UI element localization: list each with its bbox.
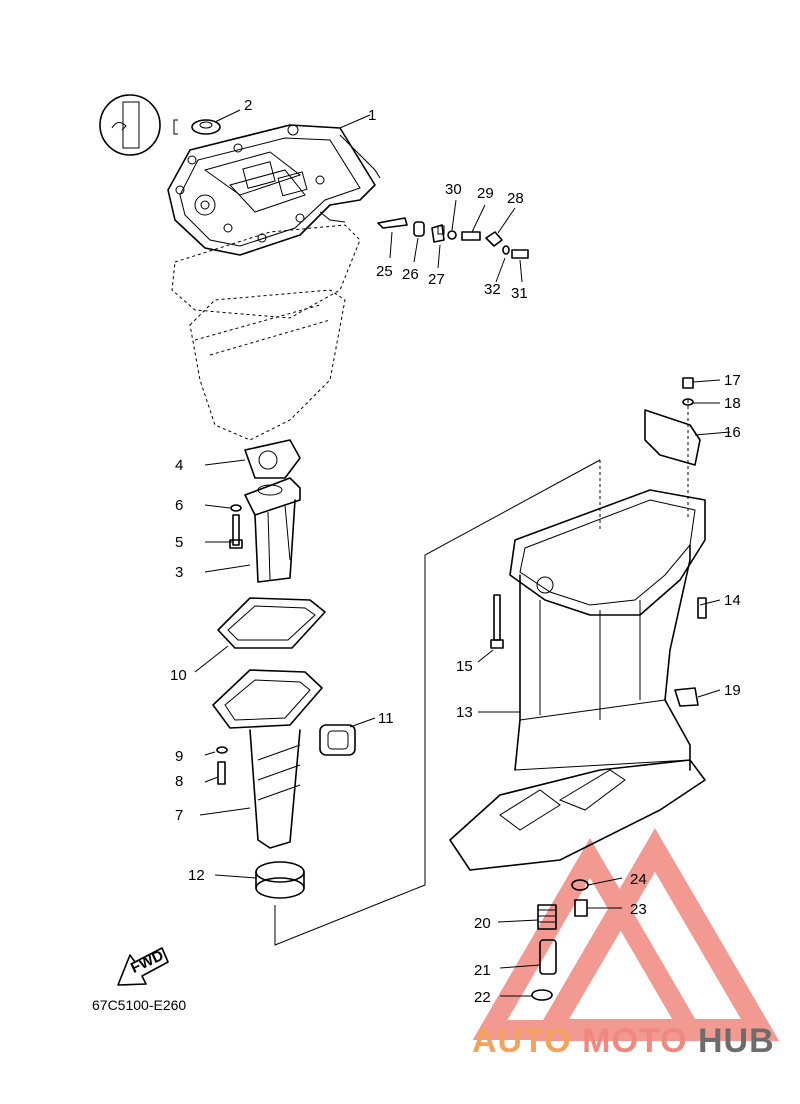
part-11-damper [319,724,356,756]
watermark-logo [472,828,780,1041]
callout-24: 24 [630,871,647,888]
callout-6: 6 [175,497,183,514]
part-12-seal [255,861,305,899]
watermark-part-3: HUB [698,1022,775,1060]
assembly-lines [274,400,689,946]
part-8-9-bolt-washer [216,746,228,785]
callout-14: 14 [724,592,741,609]
part-14-15-bolts [490,594,707,649]
callout-16: 16 [724,424,741,441]
part-7-exhaust-guide [212,669,323,849]
callout-26: 26 [402,266,419,283]
part-19-clip [674,687,699,707]
watermark-part-1: AUTO [472,1022,572,1060]
fwd-arrow: FWD [117,947,169,986]
callout-2: 2 [244,97,252,114]
part-1-upper-casing [167,124,381,256]
callout-27: 27 [428,271,445,288]
part-10-gasket [217,597,326,649]
callout-8: 8 [175,773,183,790]
callout-18: 18 [724,395,741,412]
callout-15: 15 [456,658,473,675]
callout-25: 25 [376,263,393,280]
callout-30: 30 [445,181,462,198]
callout-23: 23 [630,901,647,918]
callout-10: 10 [170,667,187,684]
leader-lines [194,109,731,997]
callout-31: 31 [511,285,528,302]
watermark-text: AUTO MOTO HUB [472,1022,775,1060]
callout-28: 28 [507,190,524,207]
callout-11: 11 [378,710,394,727]
callout-7: 7 [175,807,183,824]
callout-12: 12 [188,867,205,884]
watermark-part-2: MOTO [582,1022,687,1060]
callout-17: 17 [724,372,741,389]
part-4-gasket [244,439,301,479]
callout-4: 4 [175,457,183,474]
part-13-drive-casing [449,489,706,871]
callout-19: 19 [724,682,741,699]
part-5-6-bolt-washer [229,504,243,549]
part-16-17-18 [644,377,701,466]
callout-labels: 1 2 3 4 5 6 7 8 9 10 11 12 13 14 15 16 1… [170,97,741,1006]
callout-29: 29 [477,185,494,202]
callout-5: 5 [175,534,183,551]
callout-9: 9 [175,748,183,765]
dashed-outline-upper [171,224,361,441]
callout-3: 3 [175,564,183,581]
diagram-code: 67C5100-E260 [92,997,186,1013]
callout-32: 32 [484,281,501,298]
hardware-row [377,217,529,259]
callout-1: 1 [368,107,376,124]
callout-21: 21 [474,962,491,979]
callout-22: 22 [474,989,491,1006]
part-2-washer [191,119,221,135]
svg-text:AUTO MOTO HUB: AUTO MOTO HUB [472,1022,775,1060]
callout-20: 20 [474,915,491,932]
detail-circle [99,94,178,156]
part-3-exhaust-tube [244,477,301,583]
callout-13: 13 [456,704,473,721]
